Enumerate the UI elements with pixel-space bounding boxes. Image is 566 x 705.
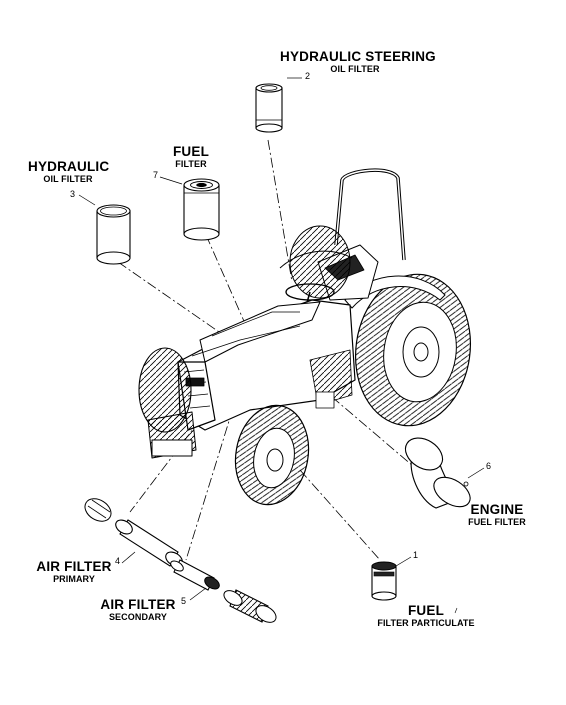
label-title: AIR FILTER xyxy=(100,597,176,612)
part-number-5: 5 xyxy=(181,596,187,606)
label-subtitle: SECONDARY xyxy=(108,611,168,622)
label-subtitle: FILTER PARTICULATE xyxy=(377,617,475,628)
fuel-filter-part xyxy=(183,178,220,241)
label-hydraulic-steering-oil-filter: HYDRAULIC STEERING OIL FILTER xyxy=(280,49,436,74)
part-number-4: 4 xyxy=(115,556,121,566)
label-fuel-filter: FUEL FILTER xyxy=(166,145,216,169)
hydraulic-oil-filter-part xyxy=(96,204,131,265)
tractor xyxy=(138,168,472,506)
label-title: HYDRAULIC xyxy=(28,159,110,174)
stray-mark xyxy=(454,607,458,614)
fuel-filter-particulate-part xyxy=(371,561,397,601)
label-subtitle: OIL FILTER xyxy=(330,63,380,74)
part-number-1: 1 xyxy=(413,550,419,560)
label-subtitle: PRIMARY xyxy=(53,573,95,584)
label-engine-fuel-filter: ENGINE FUEL FILTER xyxy=(462,503,532,527)
label-fuel-filter-particulate: FUEL FILTER PARTICULATE xyxy=(368,604,484,628)
label-title: AIR FILTER xyxy=(36,559,112,574)
number-leaders xyxy=(78,77,485,601)
label-subtitle: OIL FILTER xyxy=(43,173,93,184)
label-subtitle: FUEL FILTER xyxy=(468,516,526,527)
label-title: FUEL xyxy=(172,144,210,159)
label-title: HYDRAULIC STEERING xyxy=(280,49,436,64)
part-number-6: 6 xyxy=(486,461,492,471)
label-air-filter-secondary: AIR FILTER SECONDARY xyxy=(98,598,178,622)
air-filter-secondary-part xyxy=(170,559,277,623)
hydraulic-steering-oil-filter-part xyxy=(255,83,283,133)
label-title: ENGINE xyxy=(470,502,524,517)
label-air-filter-primary: AIR FILTER PRIMARY xyxy=(34,560,114,584)
part-number-3: 3 xyxy=(70,189,76,199)
label-hydraulic-oil-filter: HYDRAULIC OIL FILTER xyxy=(28,159,110,184)
label-subtitle: FILTER xyxy=(175,158,207,169)
part-number-2: 2 xyxy=(305,71,311,81)
engine-fuel-filter-part xyxy=(404,437,471,509)
part-number-7: 7 xyxy=(153,170,159,180)
air-filter-primary-part xyxy=(84,498,183,567)
label-title: FUEL xyxy=(407,603,445,618)
